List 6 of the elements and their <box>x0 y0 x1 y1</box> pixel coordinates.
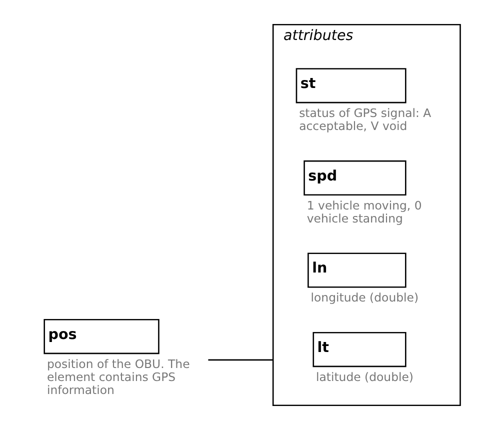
node-label: longitude (double) <box>310 290 419 304</box>
connector <box>208 358 274 360</box>
node-label: 1 vehicle moving, 0 vehicle standing <box>306 198 422 225</box>
node-label: latitude (double) <box>316 369 414 384</box>
node-label: status of GPS signal: A acceptable, V void <box>299 106 432 133</box>
node-label: position of the OBU. The element contains GPS information <box>46 356 190 396</box>
